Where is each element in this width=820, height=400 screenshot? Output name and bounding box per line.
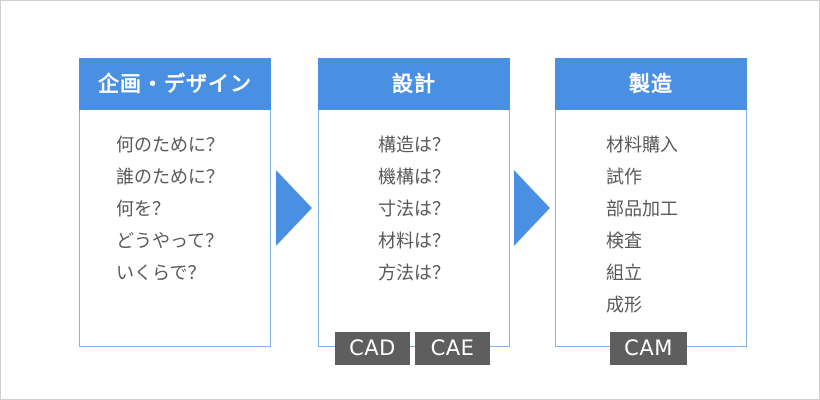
stage-body-manufacturing: 材料購入 試作 部品加工 検査 組立 成形 xyxy=(555,110,747,347)
tool-tag-cam: CAM xyxy=(610,332,687,365)
stage-body-planning-design: 何のために？ 誰のために？ 何を？ どうやって？ いくらで？ xyxy=(79,110,271,347)
list-item: 部品加工 xyxy=(606,199,678,220)
process-stage-design: 設計 構造は？ 機構は？ 寸法は？ 材料は？ 方法は？ xyxy=(318,58,510,347)
list-item: 材料は？ xyxy=(378,231,450,252)
list-item: 機構は？ xyxy=(378,167,450,188)
list-item: いくらで？ xyxy=(116,263,206,284)
process-stage-manufacturing: 製造 材料購入 試作 部品加工 検査 組立 成形 xyxy=(555,58,747,347)
stage-header-design: 設計 xyxy=(318,58,510,110)
list-item: どうやって？ xyxy=(116,231,224,252)
tool-tag-cae: CAE xyxy=(415,332,490,365)
list-item: 誰のために？ xyxy=(116,167,224,188)
process-stage-planning-design: 企画・デザイン 何のために？ 誰のために？ 何を？ どうやって？ いくらで？ xyxy=(79,58,271,347)
stage-header-manufacturing: 製造 xyxy=(555,58,747,110)
list-item: 検査 xyxy=(606,231,642,252)
list-item: 構造は？ xyxy=(378,135,450,156)
list-item: 方法は？ xyxy=(378,263,450,284)
arrow-right-icon xyxy=(276,170,312,246)
list-item: 何を？ xyxy=(116,199,170,220)
list-item: 成形 xyxy=(606,295,642,316)
list-item: 寸法は？ xyxy=(378,199,450,220)
stage-item-list-design: 構造は？ 機構は？ 寸法は？ 材料は？ 方法は？ xyxy=(319,130,509,290)
list-item: 材料購入 xyxy=(606,135,678,156)
list-item: 何のために？ xyxy=(116,135,224,156)
stage-body-design: 構造は？ 機構は？ 寸法は？ 材料は？ 方法は？ xyxy=(318,110,510,347)
arrow-right-icon xyxy=(514,170,550,246)
list-item: 試作 xyxy=(606,167,642,188)
stage-item-list-planning-design: 何のために？ 誰のために？ 何を？ どうやって？ いくらで？ xyxy=(80,130,270,290)
stage-item-list-manufacturing: 材料購入 試作 部品加工 検査 組立 成形 xyxy=(556,130,746,322)
tool-tag-cad: CAD xyxy=(335,332,410,365)
list-item: 組立 xyxy=(606,263,642,284)
stage-header-planning-design: 企画・デザイン xyxy=(79,58,271,110)
